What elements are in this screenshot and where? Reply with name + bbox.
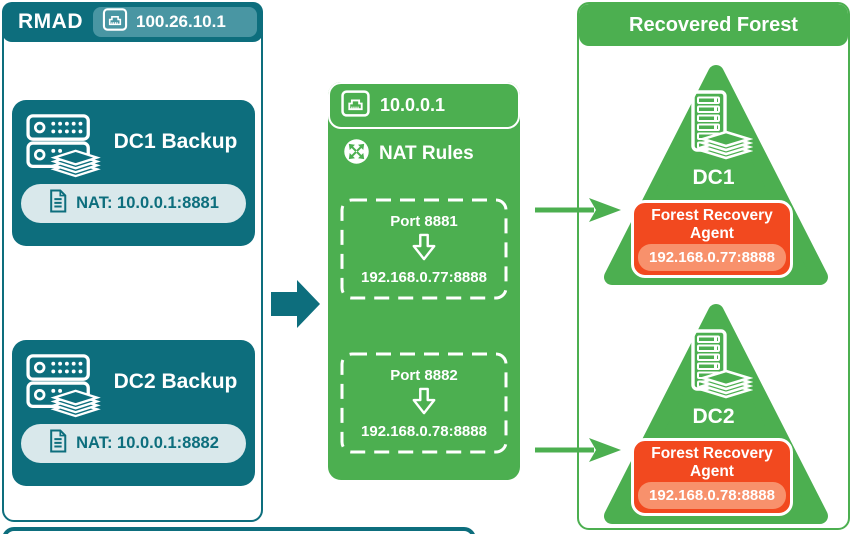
recovered-forest-header: Recovered Forest xyxy=(579,4,848,46)
dc1-nat-pill: NAT: 10.0.0.1:8881 xyxy=(21,184,246,223)
nat-rules-title: NAT Rules xyxy=(379,143,474,164)
hollow-down-arrow-icon xyxy=(411,233,437,266)
router-ip: 10.0.0.1 xyxy=(380,95,446,115)
nat-router-box: 10.0.0.1 NAT Rules Po xyxy=(328,82,520,480)
dc2-agent-box: Forest Recovery Agent 192.168.0.78:8888 xyxy=(631,438,793,516)
rmad-ip: 100.26.10.1 xyxy=(136,12,226,31)
document-icon xyxy=(48,429,68,458)
nat-rule-2: Port 8882 192.168.0.78:8888 xyxy=(340,352,508,454)
dc2-nat-value: NAT: 10.0.0.1:8882 xyxy=(76,434,219,452)
rule-1-port: Port 8881 xyxy=(390,212,458,230)
ethernet-port-icon xyxy=(341,89,370,122)
ethernet-port-icon xyxy=(102,8,128,36)
dc1-backup-label: DC1 Backup xyxy=(113,130,238,153)
dc1-agent-address: 192.168.0.77:8888 xyxy=(638,244,786,271)
nat-rules-row: NAT Rules xyxy=(343,139,474,169)
dc1-agent-label: Forest Recovery Agent xyxy=(651,207,773,242)
dc1-agent-box: Forest Recovery Agent 192.168.0.77:8888 xyxy=(631,200,793,278)
rule1-to-dc1-arrow-icon xyxy=(532,195,624,230)
backup-server-icon xyxy=(24,112,102,183)
dashed-border xyxy=(340,352,508,454)
rmad-to-router-arrow-icon xyxy=(271,279,321,334)
dc2-backup-label: DC2 Backup xyxy=(113,370,238,393)
dc1-backup-box: DC1 Backup NAT: 10.0.0.1:8881 xyxy=(12,100,255,246)
rule-2-port: Port 8882 xyxy=(390,366,458,384)
dc2-name: DC2 xyxy=(692,405,735,428)
router-ip-header: 10.0.0.1 xyxy=(328,82,520,129)
nat-rule-1: Port 8881 192.168.0.77:8888 xyxy=(340,198,508,300)
rmad-title: RMAD xyxy=(18,10,83,33)
dc1-nat-value: NAT: 10.0.0.1:8881 xyxy=(76,194,219,212)
rule-1-target: 192.168.0.77:8888 xyxy=(361,268,487,286)
hollow-down-arrow-icon xyxy=(411,387,437,420)
rmad-header: RMAD 100.26.10.1 xyxy=(2,2,263,42)
backup-server-icon xyxy=(24,352,102,423)
dc2-backup-box: DC2 Backup NAT: 10.0.0.1:8882 xyxy=(12,340,255,486)
dc2-nat-pill: NAT: 10.0.0.1:8882 xyxy=(21,424,246,463)
dc2-agent-address: 192.168.0.78:8888 xyxy=(638,482,786,509)
document-icon xyxy=(48,189,68,218)
arrows-out-icon xyxy=(343,138,370,170)
server-tower-icon xyxy=(677,329,754,406)
rmad-ip-badge: 100.26.10.1 xyxy=(93,7,257,37)
dashed-border xyxy=(340,198,508,300)
rule-2-target: 192.168.0.78:8888 xyxy=(361,422,487,440)
dc1-name: DC1 xyxy=(692,166,735,189)
bottom-cutoff-box xyxy=(2,527,476,534)
server-tower-icon xyxy=(677,90,754,167)
dc2-agent-label: Forest Recovery Agent xyxy=(651,445,773,480)
rule2-to-dc2-arrow-icon xyxy=(532,435,624,470)
